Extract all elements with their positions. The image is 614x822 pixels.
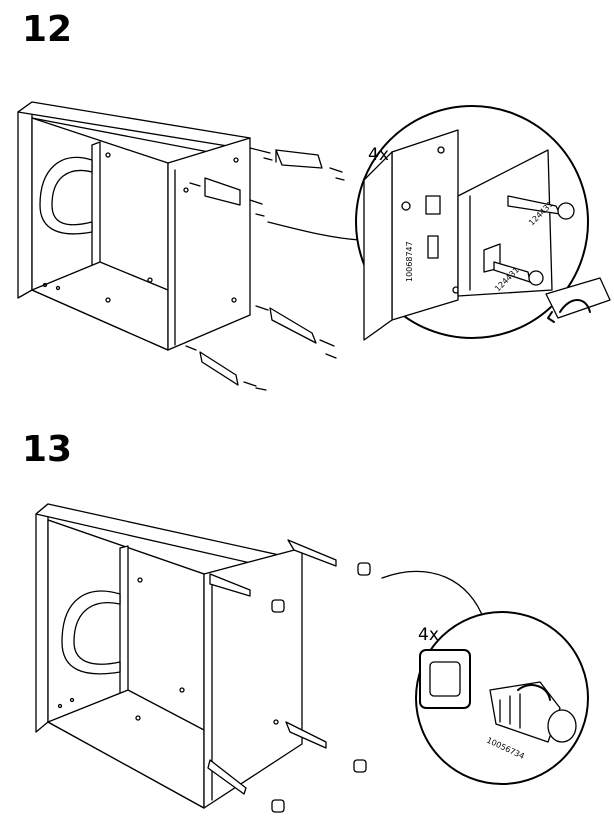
step-12-cabinet: [17, 101, 251, 351]
step-13-detail-circle: [381, 570, 589, 785]
step-12-brackets-and-screws: [185, 147, 345, 391]
step-12-panel-part-id: 10068747: [405, 241, 414, 282]
step-12-number: 12: [22, 9, 73, 50]
step-13-number: 13: [22, 429, 73, 470]
step-13-cabinet: [35, 503, 337, 809]
step-13-feet: [271, 562, 371, 813]
step-13-quantity: 4x: [418, 625, 439, 645]
step-12-detail-circle: [267, 105, 611, 341]
step-12-quantity: 4x: [368, 145, 389, 165]
